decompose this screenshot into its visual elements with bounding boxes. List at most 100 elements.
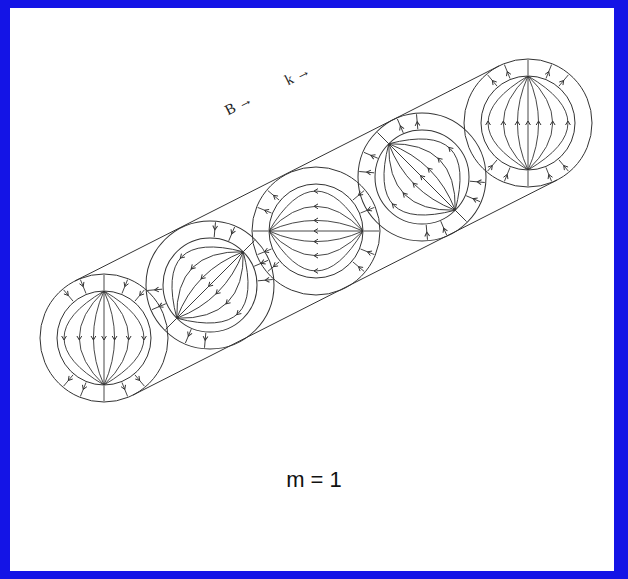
inner-circle <box>144 219 277 352</box>
field-arrow <box>314 204 318 209</box>
field-line <box>389 144 455 210</box>
field-line <box>361 144 456 239</box>
field-arrow <box>473 196 479 202</box>
field-arrow <box>142 336 147 340</box>
ring-field-line <box>268 191 279 201</box>
field-arrow <box>124 282 128 287</box>
ring-field-line <box>225 227 239 241</box>
ring-field-line <box>470 174 485 189</box>
ring-field-line <box>456 211 467 222</box>
ring-field-line <box>353 262 364 272</box>
field-arrow <box>273 262 278 266</box>
field-line <box>79 291 104 385</box>
field-arrow <box>550 121 555 125</box>
field-arrow <box>488 166 492 171</box>
field-arrow <box>414 122 420 128</box>
field-arrow <box>424 232 430 238</box>
ring-field-line <box>419 225 434 240</box>
field-arrow <box>140 291 144 296</box>
inner-circle <box>269 184 363 278</box>
ring-field-line <box>377 132 388 143</box>
field-arrow <box>64 291 68 296</box>
cross-section <box>119 194 300 375</box>
field-arrow <box>391 202 397 208</box>
field-arrow <box>564 166 568 171</box>
ring-field-line <box>466 192 480 206</box>
ring-field-line <box>410 114 425 129</box>
ring-field-line <box>258 273 273 288</box>
outer-circle <box>464 59 592 187</box>
ring-field-line <box>64 375 74 386</box>
ring-field-line <box>147 282 162 297</box>
field-arrow <box>126 336 131 340</box>
field-arrow <box>536 121 541 125</box>
ring-field-line <box>361 249 375 255</box>
field-arrow <box>314 189 318 194</box>
field-arrow <box>559 80 563 85</box>
field-arrow <box>545 72 549 77</box>
ring-field-line <box>546 65 552 79</box>
ring-field-line <box>181 329 195 343</box>
inner-circle <box>481 76 575 170</box>
field-arrow <box>492 80 496 85</box>
field-arrow <box>68 376 72 381</box>
field-arrow <box>314 253 318 258</box>
field-arrow <box>401 191 407 197</box>
ring-field-line <box>359 165 374 180</box>
field-arrow <box>367 206 372 210</box>
field-line <box>104 291 144 385</box>
ring-field-line <box>135 375 145 386</box>
inner-circle <box>57 291 151 385</box>
ring-field-line <box>528 171 529 186</box>
field-arrow <box>548 174 552 179</box>
outer-circle <box>40 274 168 402</box>
field-arrow <box>503 174 507 179</box>
field-arrow <box>235 310 241 316</box>
field-arrow <box>265 277 271 283</box>
ring-field-line <box>268 262 279 272</box>
field-line <box>488 76 528 170</box>
ring-field-line <box>104 386 105 401</box>
field-line <box>177 252 272 347</box>
field-arrow <box>77 336 82 340</box>
cross-section <box>464 59 592 187</box>
ring-field-line <box>546 168 552 182</box>
field-arrow <box>426 166 432 172</box>
ring-field-line <box>528 60 529 75</box>
field-arrow <box>370 153 376 159</box>
field-line <box>269 206 363 231</box>
ring-field-line <box>353 191 364 201</box>
field-line <box>177 252 243 318</box>
ring-field-line <box>488 75 498 86</box>
outer-circle <box>252 167 380 295</box>
field-arrow <box>82 385 86 390</box>
field-line <box>269 231 363 232</box>
field-arrow <box>477 179 483 185</box>
field-arrow <box>189 264 195 270</box>
ring-field-line <box>364 231 379 232</box>
ring-field-line <box>488 160 498 171</box>
field-arrow <box>265 209 270 213</box>
cross-section <box>252 167 380 295</box>
field-arrow <box>566 121 571 125</box>
field-arrow <box>506 72 510 77</box>
ring-field-line <box>198 333 213 348</box>
field-arrow <box>202 334 208 340</box>
field-line <box>528 76 529 170</box>
field-arrow <box>212 223 218 229</box>
ring-field-line <box>559 75 569 86</box>
field-arrow <box>359 267 364 271</box>
ring-field-line <box>437 221 451 235</box>
field-line <box>177 252 251 326</box>
ring-field-line <box>152 300 166 314</box>
field-arrow <box>121 385 125 390</box>
cross-section <box>331 86 512 267</box>
field-arrow <box>367 169 373 175</box>
ring-field-line <box>80 280 86 294</box>
ring-field-line <box>122 280 128 294</box>
ring-field-line <box>393 119 407 133</box>
field-arrow <box>486 121 491 125</box>
field-arrow <box>367 251 372 255</box>
field-arrow <box>207 282 213 288</box>
